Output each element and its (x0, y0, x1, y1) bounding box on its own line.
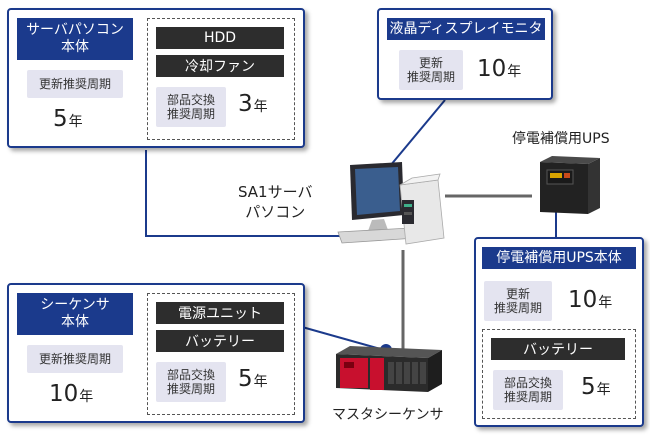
sequencer-title-line2: 本体 (61, 314, 89, 330)
ups-parts-box: バッテリー 部品交換 推奨周期 5年 (482, 329, 636, 419)
server-connector-line (145, 150, 410, 237)
server-panel: サーバパソコン 本体 更新推奨周期 5年 HDD 冷却ファン 部品交換 推奨周期… (7, 8, 305, 148)
ups-parts-label: 部品交換 推奨周期 (493, 370, 563, 410)
monitor-period-value: 10年 (477, 56, 522, 82)
sequencer-title-line1: シーケンサ (40, 297, 110, 313)
sequencer-connector-line (294, 324, 385, 351)
pc-illustration (337, 162, 445, 245)
ups-panel: 停電補償用UPS本体 更新 推奨周期 10年 バッテリー 部品交換 推奨周期 5… (474, 237, 644, 427)
sequencer-parts-box: 電源ユニット バッテリー 部品交換 推奨周期 5年 (147, 293, 295, 415)
server-parts-value: 3年 (238, 91, 268, 117)
server-title-line2: 本体 (61, 39, 89, 55)
master-sequencer-caption: マスタシーケンサ (332, 407, 444, 423)
sequencer-parts-label: 部品交換 推奨周期 (156, 362, 226, 402)
server-parts-box: HDD 冷却ファン 部品交換 推奨周期 3年 (147, 18, 295, 140)
ups-header: 停電補償用UPS本体 (482, 247, 636, 269)
server-part-hdd: HDD (156, 27, 284, 49)
sequencer-period-label: 更新推奨周期 (27, 345, 123, 373)
server-part-fan: 冷却ファン (156, 55, 284, 77)
ups-caption: 停電補償用UPS (512, 131, 610, 147)
sequencer-part-power-unit: 電源ユニット (156, 302, 284, 324)
sequencer-illustration (336, 346, 442, 392)
monitor-header: 液晶ディスプレイモニタ (387, 18, 545, 40)
ups-part-battery: バッテリー (491, 338, 625, 360)
server-period-value: 5年 (53, 106, 83, 132)
monitor-panel: 液晶ディスプレイモニタ 更新 推奨周期 10年 (377, 8, 553, 100)
server-title-line1: サーバパソコン (26, 22, 124, 38)
server-period-label: 更新推奨周期 (27, 70, 123, 98)
sequencer-part-battery: バッテリー (156, 330, 284, 352)
sequencer-parts-value: 5年 (238, 366, 268, 392)
server-parts-label: 部品交換 推奨周期 (156, 87, 226, 127)
monitor-period-label: 更新 推奨周期 (399, 50, 463, 90)
sequencer-period-value: 10年 (49, 381, 94, 407)
sequencer-panel: シーケンサ 本体 更新推奨周期 10年 電源ユニット バッテリー 部品交換 推奨… (7, 283, 305, 423)
sequencer-header: シーケンサ 本体 (17, 293, 133, 335)
ups-illustration (540, 156, 600, 214)
pc-caption: SA1サーバ パソコン (238, 183, 313, 221)
server-header: サーバパソコン 本体 (17, 18, 133, 60)
ups-period-label: 更新 推奨周期 (484, 281, 552, 321)
ups-period-value: 10年 (568, 287, 613, 313)
ups-parts-value: 5年 (581, 374, 611, 400)
